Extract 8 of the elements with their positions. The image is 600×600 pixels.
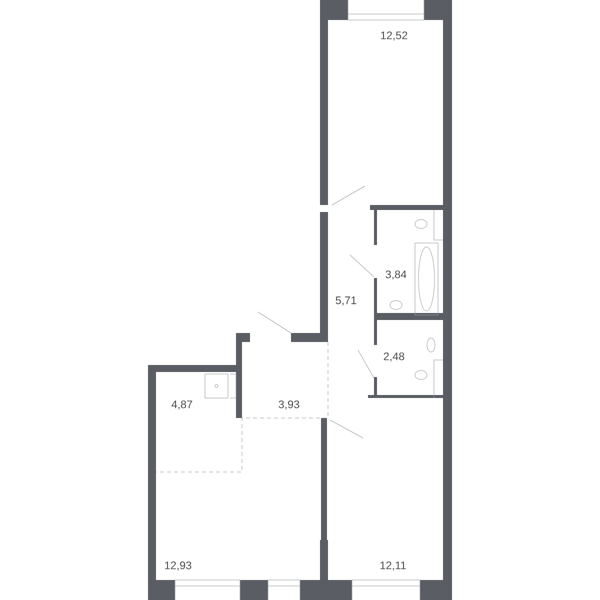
area-label: 12,52 (381, 31, 408, 41)
area-label: 4,87 (172, 400, 192, 410)
area-label: 3,84 (386, 270, 406, 280)
area-label: 3,93 (278, 400, 300, 410)
area-label: 12,11 (380, 561, 406, 571)
area-label: 12,93 (165, 561, 192, 571)
area-label: 5,71 (336, 296, 356, 306)
area-label: 2,48 (384, 352, 404, 362)
